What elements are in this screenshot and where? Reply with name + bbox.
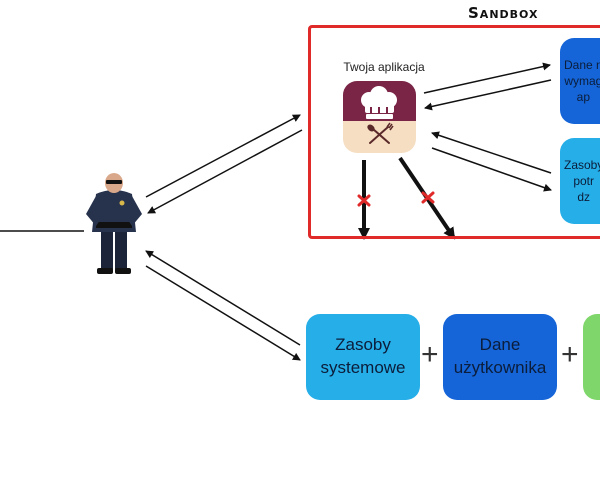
green-box	[583, 314, 600, 400]
sandbox-data-to-app-arrow	[424, 79, 552, 111]
blocked-x-icon	[357, 194, 371, 207]
user-data-box: Dane użytkownika	[443, 314, 557, 400]
blocked-x-icon	[421, 191, 435, 204]
sandbox-resources-box: Zasoby potr dz	[560, 138, 600, 224]
plus-sign: +	[561, 338, 579, 371]
sandbox-to-guard-arrow	[147, 129, 303, 214]
sandbox-data-box: Dane n wymag ap	[560, 38, 600, 124]
guard-to-bottom-arrow	[145, 265, 301, 361]
app-label: Twoja aplikacja	[343, 60, 425, 74]
sandbox-frame	[308, 25, 600, 239]
sandbox-res-to-app-arrow	[431, 131, 552, 174]
user-data-label: Dane użytkownika	[453, 335, 547, 377]
app-to-sandbox-data-arrow	[423, 62, 551, 94]
bottom-to-guard-arrow	[145, 250, 301, 346]
sandbox-title: Sandbox	[468, 4, 539, 22]
plus-sign: +	[421, 338, 439, 371]
chef-hat-spoon-fork-icon	[343, 81, 416, 153]
guard-to-sandbox-arrow	[145, 114, 301, 198]
system-resources-label: Zasoby systemowe	[320, 335, 406, 377]
app-to-sandbox-res-arrow	[431, 147, 552, 192]
system-resources-box: Zasoby systemowe	[306, 314, 420, 400]
sandbox-resources-label: Zasoby potr dz	[564, 157, 600, 205]
sandbox-data-label: Dane n wymag ap	[564, 57, 600, 105]
security-guard-icon	[86, 173, 142, 274]
